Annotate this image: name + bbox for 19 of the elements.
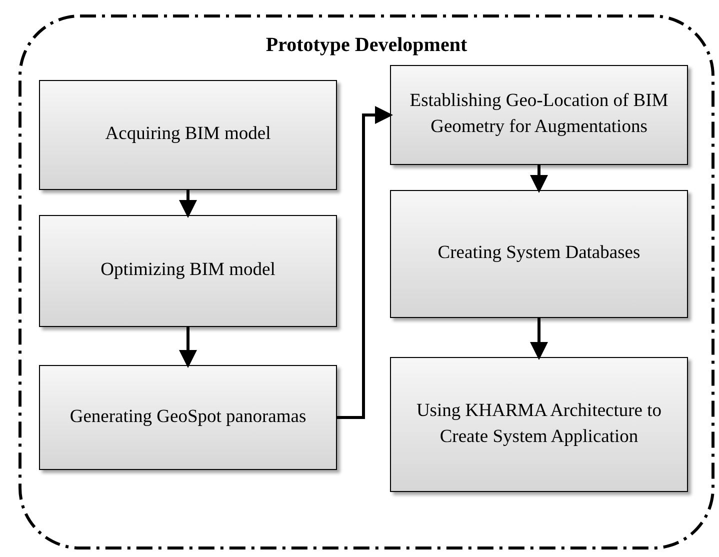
step-label: Creating System Databases bbox=[438, 242, 640, 266]
process-box bbox=[390, 65, 688, 165]
step-label: Acquiring BIM model bbox=[105, 123, 271, 146]
group-title: Prototype Development bbox=[264, 34, 468, 57]
step-label: Establishing Geo-Location of BIM Geometry for Augmentations bbox=[408, 90, 670, 139]
process-box bbox=[39, 215, 337, 327]
arrow bbox=[179, 190, 197, 218]
process-box bbox=[390, 357, 688, 492]
process-box bbox=[39, 365, 337, 470]
step-label: Generating GeoSpot panoramas bbox=[70, 406, 306, 429]
arrow bbox=[179, 327, 197, 368]
process-box bbox=[39, 80, 337, 190]
group-frame bbox=[18, 14, 715, 550]
arrow bbox=[530, 318, 548, 360]
arrow bbox=[337, 106, 393, 419]
step-label: Optimizing BIM model bbox=[100, 259, 276, 282]
step-label: Using KHARMA Architecture to Create System Application bbox=[415, 400, 663, 448]
arrow bbox=[530, 165, 548, 193]
process-box bbox=[390, 190, 688, 318]
